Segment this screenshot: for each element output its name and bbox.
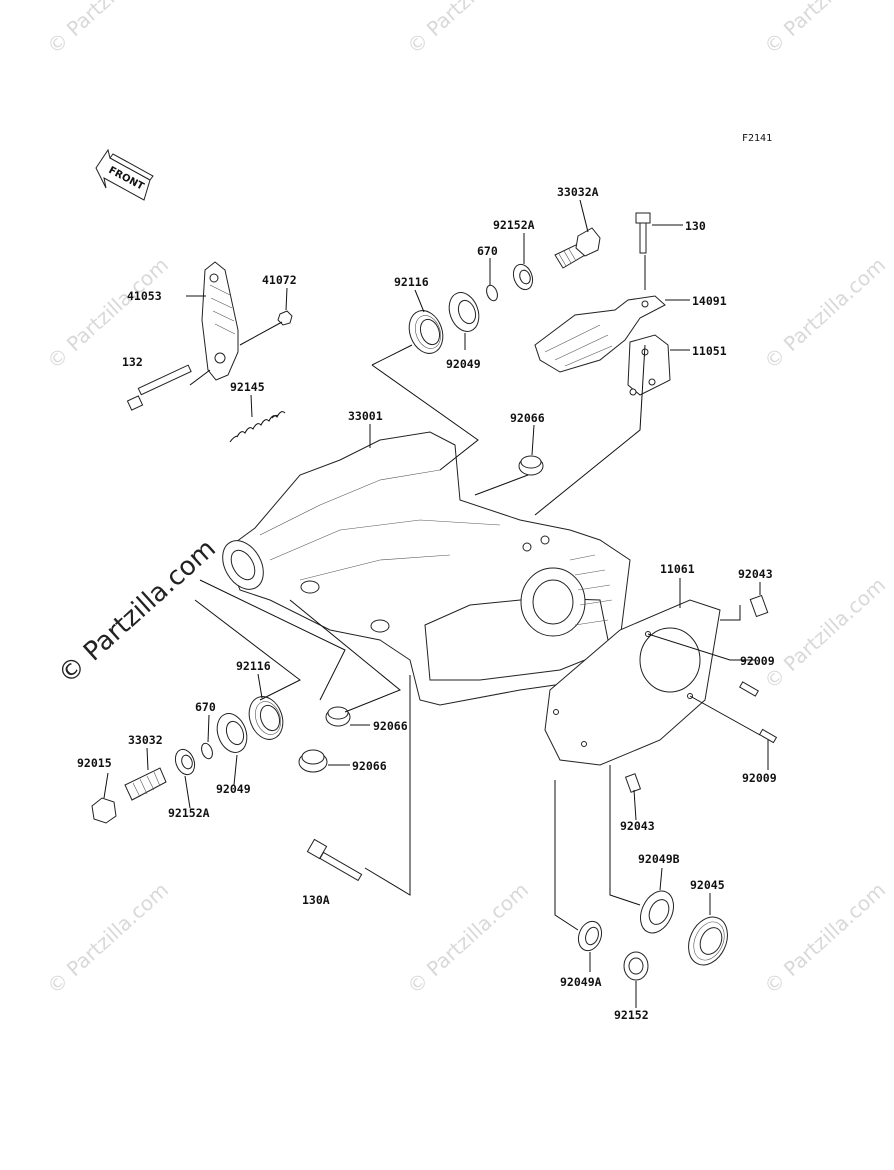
- part-label-92116-top: 92116: [394, 275, 429, 289]
- part-label-92049B: 92049B: [638, 852, 680, 866]
- seal-92049A: [577, 920, 603, 952]
- part-label-33001: 33001: [348, 409, 383, 423]
- gasket-11061: [544, 599, 721, 766]
- part-label-14091: 14091: [692, 294, 727, 308]
- part-label-92015: 92015: [77, 756, 112, 770]
- part-label-92043-top: 92043: [738, 567, 773, 581]
- nut-41072: [277, 310, 293, 326]
- part-label-92009-top: 92009: [740, 654, 775, 668]
- dowel-92043-top: [749, 594, 769, 618]
- spring-92145: [229, 411, 286, 443]
- diagram-code: F2141: [742, 133, 772, 144]
- bearing-92116-top: [408, 310, 444, 354]
- part-label-92049-top: 92049: [446, 357, 481, 371]
- torque-arm-41053: [201, 261, 239, 381]
- part-label-670-top: 670: [477, 244, 498, 258]
- part-label-11051: 11051: [692, 344, 727, 358]
- bolt-130: [635, 212, 651, 254]
- part-labels: 33032A 130 92152A 670 41072 41053 92116 …: [77, 185, 777, 1022]
- oring-670-bot: [201, 742, 213, 760]
- watermark: © Partzilla.com: [759, 0, 890, 59]
- watermark: © Partzilla.com: [759, 573, 890, 694]
- part-label-92049A: 92049A: [560, 975, 602, 989]
- part-label-92045: 92045: [690, 878, 725, 892]
- part-label-92152A-top: 92152A: [493, 218, 535, 232]
- part-label-92145: 92145: [230, 380, 265, 394]
- part-label-92009-bot: 92009: [742, 771, 777, 785]
- swingarm-33001: [222, 431, 631, 706]
- part-label-33032A: 33032A: [557, 185, 599, 199]
- part-label-130: 130: [685, 219, 706, 233]
- part-label-92116-bot: 92116: [236, 659, 271, 673]
- part-label-92066-top: 92066: [510, 411, 545, 425]
- watermark: © Partzilla.com: [402, 0, 533, 59]
- watermark: © Partzilla.com: [402, 878, 533, 999]
- watermark: © Partzilla.com: [42, 0, 173, 59]
- seal-92049-top: [448, 292, 480, 332]
- nut-92015: [91, 797, 117, 824]
- watermark-main: © Partzilla.com: [53, 534, 222, 691]
- watermark-layer: © Partzilla.com © Partzilla.com © Partzi…: [42, 0, 890, 999]
- bolt-132: [126, 364, 192, 411]
- part-label-92066-bot: 92066: [352, 759, 387, 773]
- cap-92066-top: [518, 455, 544, 476]
- cap-92066-bot: [298, 749, 328, 773]
- leader-lines: [103, 233, 769, 1008]
- watermark: © Partzilla.com: [759, 253, 890, 374]
- cover-14091: [534, 295, 666, 373]
- bolt-92009-bot: [758, 728, 778, 744]
- pivot-shaft-33032: [124, 767, 167, 801]
- bolt-130A: [306, 838, 363, 882]
- bearing-92116-bot: [248, 696, 284, 740]
- collar-92152A-bot: [174, 748, 196, 776]
- bracket-11051: [627, 334, 671, 396]
- watermark: © Partzilla.com: [759, 878, 890, 999]
- part-label-92152: 92152: [614, 1008, 649, 1022]
- oring-670-top: [486, 284, 498, 302]
- part-label-670-bot: 670: [195, 700, 216, 714]
- part-label-130A: 130A: [302, 893, 330, 907]
- front-arrow-icon: FRONT: [95, 148, 154, 201]
- collar-92152A-top: [512, 263, 534, 291]
- part-label-92066-mid: 92066: [373, 719, 408, 733]
- collar-92152: [623, 951, 649, 981]
- part-label-132: 132: [122, 355, 143, 369]
- part-label-41072: 41072: [262, 273, 297, 287]
- part-label-92152A-bot: 92152A: [168, 806, 210, 820]
- cap-92066-mid: [325, 706, 351, 727]
- part-label-92043-bot: 92043: [620, 819, 655, 833]
- bearing-92045: [688, 916, 728, 966]
- bolt-92009-top: [739, 681, 759, 697]
- watermark: © Partzilla.com: [42, 878, 173, 999]
- pivot-shaft-33032A: [554, 227, 601, 269]
- seal-92049-bot: [216, 713, 248, 753]
- part-label-11061: 11061: [660, 562, 695, 576]
- part-label-41053: 41053: [127, 289, 162, 303]
- seal-92049B: [640, 890, 674, 934]
- watermark: © Partzilla.com: [42, 253, 173, 374]
- part-label-92049-bot: 92049: [216, 782, 251, 796]
- part-label-33032: 33032: [128, 733, 163, 747]
- dowel-92043-bot: [624, 773, 642, 793]
